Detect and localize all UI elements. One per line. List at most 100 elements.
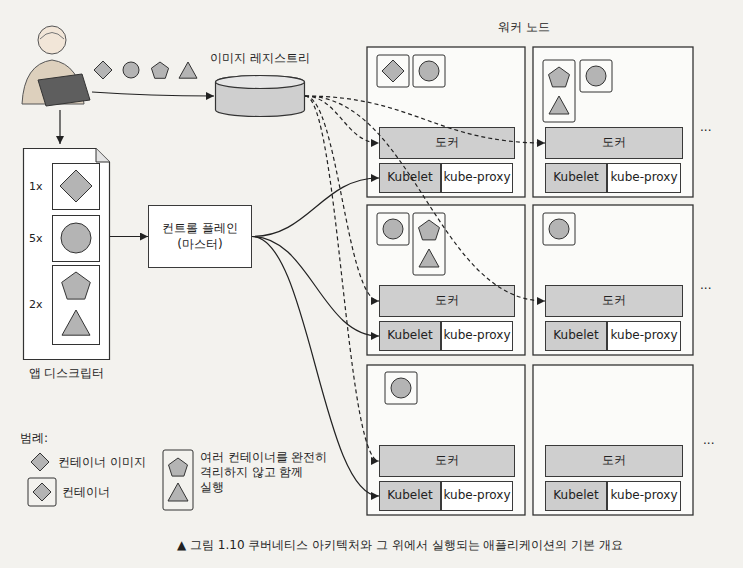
legend-text: 컨테이너 이미지 [58, 455, 146, 470]
registry-cylinder: 이미지 레지스트리 [215, 75, 305, 117]
docker-band: 도커 [545, 285, 683, 317]
kube-proxy-box: kube-proxy [607, 481, 681, 511]
container-diamond [382, 60, 404, 82]
component-label: kube-proxy [611, 328, 678, 344]
docker-band: 도커 [379, 445, 515, 477]
container-box [543, 60, 575, 122]
container-circle [586, 66, 606, 86]
component-label: Kubelet [387, 170, 432, 186]
legend-text: 컨테이너 [62, 485, 110, 500]
kubelet-box: Kubelet [379, 481, 441, 511]
docker-band: 도커 [545, 127, 683, 159]
kube-proxy-box: kube-proxy [607, 321, 681, 351]
kubelet-box: Kubelet [545, 481, 607, 511]
component-label: Kubelet [387, 328, 432, 344]
worker-node-box [367, 205, 525, 355]
person-hair [40, 33, 64, 40]
container-pentagon [169, 458, 188, 476]
component-label: kube-proxy [611, 488, 678, 504]
cylinder-top [216, 76, 305, 89]
kube-proxy-box: kube-proxy [441, 481, 513, 511]
docker-band: 도커 [379, 127, 515, 159]
container-box [377, 55, 409, 87]
image-pull-connector [305, 96, 379, 143]
container-diamond [94, 61, 112, 79]
component-label: 도커 [602, 293, 626, 309]
legend-text: 여러 컨테이너를 완전히 격리하지 않고 함께 실행 [200, 450, 328, 495]
worker-node-box [533, 365, 693, 515]
component-label: 도커 [602, 453, 626, 469]
figure-caption: ▲ 그림 1.10 쿠버네티스 아키텍처와 그 위에서 실행되는 애플리케이션의… [100, 538, 700, 554]
replica-box: 2x [52, 265, 100, 345]
kube-proxy-box: kube-proxy [441, 321, 513, 351]
container-box [163, 450, 193, 510]
kubelet-box: Kubelet [379, 321, 441, 351]
document-page [24, 149, 110, 360]
container-circle [383, 219, 403, 239]
kubelet-box: Kubelet [545, 321, 607, 351]
kubelet-box: Kubelet [545, 163, 607, 193]
container-triangle [179, 62, 197, 78]
registry-label: 이미지 레지스트리 [175, 51, 345, 67]
cylinder-body [216, 76, 305, 117]
docker-band: 도커 [379, 285, 515, 317]
container-pentagon [549, 67, 570, 87]
replica-count: 2x [29, 298, 43, 312]
container-pentagon [151, 62, 168, 78]
container-diamond [33, 483, 51, 501]
image-pull-connector [305, 96, 545, 301]
worker-node-box [367, 365, 525, 515]
component-label: kube-proxy [611, 170, 678, 186]
person-to-descriptor-arrow [59, 110, 60, 144]
replica-count: 1x [29, 179, 43, 193]
worker-node-box [533, 205, 693, 355]
descriptor-label: 앱 디스크립터 [0, 366, 140, 382]
registry-cylinder-outline [215, 75, 305, 117]
component-label: Kubelet [553, 488, 598, 504]
document-fold [96, 149, 110, 163]
component-label: Kubelet [553, 328, 598, 344]
continuation-mark: ... [700, 120, 711, 136]
continuation-mark: ... [703, 433, 714, 449]
group-label: 워커 노드 [498, 20, 550, 36]
replica-box: 1x [52, 163, 100, 210]
container-box [413, 213, 445, 275]
component-label: Kubelet [553, 170, 598, 186]
container-triangle [549, 96, 569, 114]
worker-node-box [367, 47, 525, 197]
container-box [28, 478, 56, 506]
container-box [580, 60, 612, 92]
component-label: kube-proxy [444, 170, 511, 186]
container-triangle [419, 249, 439, 267]
component-label: 도커 [435, 453, 459, 469]
container-box [413, 55, 445, 87]
replica-box: 5x [52, 215, 100, 262]
kube-proxy-box: kube-proxy [607, 163, 681, 193]
control-connector [252, 178, 379, 237]
control-connector [252, 237, 379, 337]
container-circle [419, 61, 439, 81]
person-laptop [38, 74, 90, 106]
kubelet-box: Kubelet [379, 163, 441, 193]
component-label: 도커 [435, 293, 459, 309]
container-triangle [168, 483, 188, 501]
container-diamond [31, 453, 49, 471]
continuation-mark: ... [700, 278, 711, 294]
person-head [38, 26, 66, 54]
image-pull-connector [305, 96, 379, 461]
container-box [385, 372, 417, 404]
image-pull-connector [305, 96, 379, 301]
component-label: kube-proxy [444, 488, 511, 504]
container-circle [549, 219, 569, 239]
worker-node-box [533, 47, 693, 197]
container-box [377, 213, 409, 245]
component-label: Kubelet [387, 488, 432, 504]
person-body [22, 60, 84, 104]
container-circle [391, 378, 411, 398]
docker-band: 도커 [545, 445, 683, 477]
replica-count: 5x [29, 231, 43, 245]
container-pentagon [419, 220, 440, 240]
component-label: kube-proxy [444, 328, 511, 344]
kube-proxy-box: kube-proxy [441, 163, 513, 193]
